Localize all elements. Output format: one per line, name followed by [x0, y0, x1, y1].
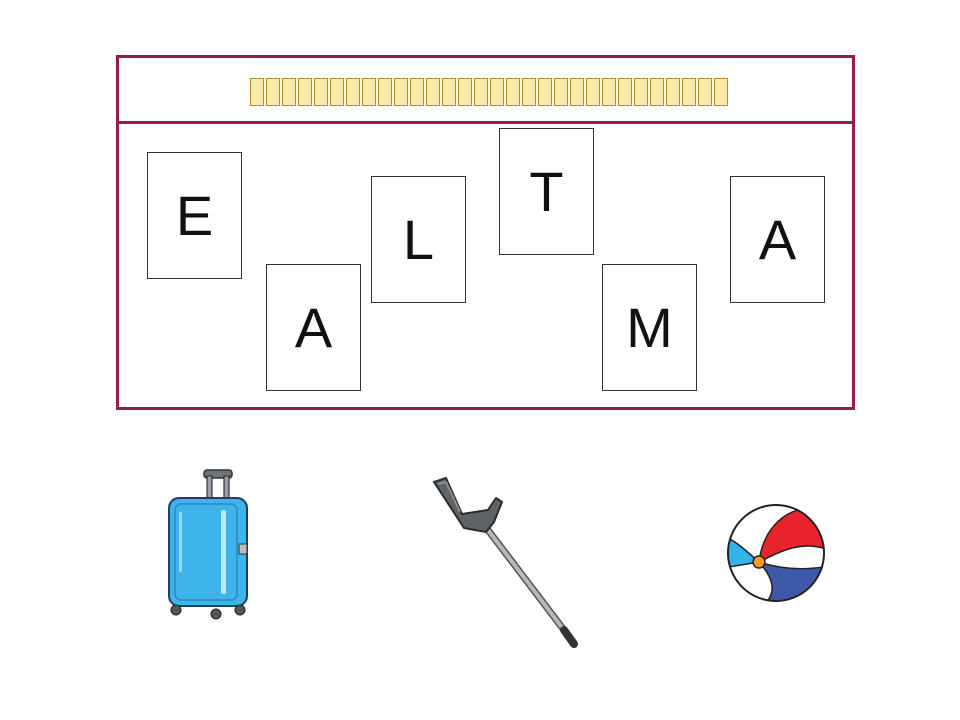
answer-slot[interactable] [474, 78, 488, 106]
answer-slot[interactable] [634, 78, 648, 106]
letter-tile[interactable]: E [147, 152, 242, 279]
beach-ball-icon [727, 504, 825, 602]
answer-strip [119, 58, 852, 124]
answer-slots [250, 78, 728, 106]
answer-slot[interactable] [538, 78, 552, 106]
answer-slot[interactable] [250, 78, 264, 106]
answer-slot[interactable] [618, 78, 632, 106]
answer-slot[interactable] [570, 78, 584, 106]
answer-slot[interactable] [362, 78, 376, 106]
answer-slot[interactable] [346, 78, 360, 106]
letter-tile[interactable]: L [371, 176, 466, 303]
letter-tile[interactable]: A [730, 176, 825, 303]
letter-tile-label: E [175, 183, 214, 247]
answer-slot[interactable] [490, 78, 504, 106]
answer-slot[interactable] [314, 78, 328, 106]
answer-slot[interactable] [426, 78, 440, 106]
letter-tile[interactable]: T [499, 128, 594, 255]
suitcase-icon [168, 469, 248, 620]
answer-slot[interactable] [586, 78, 600, 106]
letter-tile-label: A [758, 207, 797, 271]
picture-beach-ball[interactable] [723, 500, 829, 606]
letter-tile-label: M [626, 295, 673, 359]
letter-tile-label: A [294, 295, 333, 359]
answer-slot[interactable] [266, 78, 280, 106]
letter-tile-label: L [402, 207, 435, 271]
answer-slot[interactable] [714, 78, 728, 106]
answer-slot[interactable] [330, 78, 344, 106]
letter-tile[interactable]: M [602, 264, 697, 391]
answer-slot[interactable] [682, 78, 696, 106]
answer-slot[interactable] [650, 78, 664, 106]
answer-slot[interactable] [394, 78, 408, 106]
answer-slot[interactable] [410, 78, 424, 106]
answer-slot[interactable] [282, 78, 296, 106]
picture-crutch[interactable] [424, 470, 584, 650]
answer-slot[interactable] [554, 78, 568, 106]
answer-slot[interactable] [698, 78, 712, 106]
letter-tile-label: T [529, 159, 564, 223]
answer-slot[interactable] [442, 78, 456, 106]
answer-slot[interactable] [458, 78, 472, 106]
answer-slot[interactable] [378, 78, 392, 106]
answer-slot[interactable] [666, 78, 680, 106]
crutch-icon [433, 477, 578, 648]
answer-slot[interactable] [602, 78, 616, 106]
letter-tile[interactable]: A [266, 264, 361, 391]
answer-slot[interactable] [522, 78, 536, 106]
game-board: E A L T M A [116, 55, 855, 410]
picture-suitcase[interactable] [160, 464, 255, 622]
answer-slot[interactable] [298, 78, 312, 106]
answer-slot[interactable] [506, 78, 520, 106]
